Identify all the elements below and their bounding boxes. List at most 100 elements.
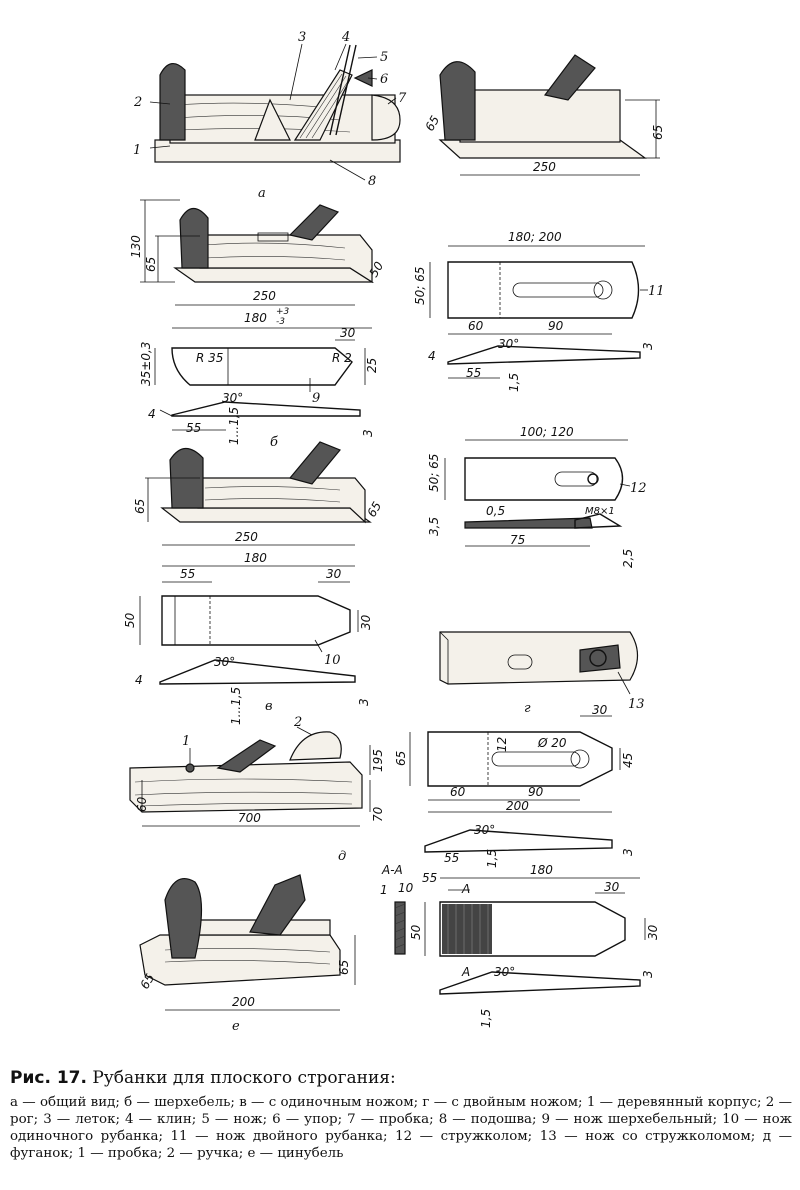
knife-e: А-А 1 10 55 А 180 50 30 30 30° А 3 1,5 xyxy=(380,863,660,1028)
part-5: 5 xyxy=(380,50,388,65)
dim-k11-angle: 30° xyxy=(498,337,519,351)
knife-9: 180 +3 -3 35±0,3 R 35 R 2 30 25 9 30° 4 … xyxy=(139,307,379,450)
ke-30b: 30 xyxy=(646,924,660,940)
figure-17-planes: 1 2 3 4 5 6 7 8 а 250 65 65 130 xyxy=(123,30,665,1034)
dim-k12-75: 75 xyxy=(510,533,525,547)
ke-15: 1,5 xyxy=(479,1009,493,1028)
dim-kd-90: 90 xyxy=(528,785,544,799)
knife-10: 180 55 30 50 30 10 30° 4 1...1,5 3 в xyxy=(123,551,373,725)
dim-k9-tol: +3 xyxy=(276,307,290,317)
dim-k9-r35: R 35 xyxy=(196,351,223,365)
dim-k9-115: 1...1,5 xyxy=(227,407,241,445)
knife-13: 13 г xyxy=(439,631,645,716)
dim-k9-tol2: -3 xyxy=(276,317,285,327)
dim-k11-60: 60 xyxy=(468,319,484,333)
ke-10: 10 xyxy=(398,881,414,895)
dim-kd-65: 65 xyxy=(394,751,408,766)
part-1-a: 1 xyxy=(133,143,141,158)
dim-k12-len: 100; 120 xyxy=(520,425,574,439)
dim-k10-4: 4 xyxy=(135,673,143,687)
dim-k11-w: 50; 65 xyxy=(413,267,427,305)
dim-k11-55: 55 xyxy=(466,366,481,380)
part-11: 11 xyxy=(648,284,665,299)
ke-3: 3 xyxy=(641,970,655,978)
part-4: 4 xyxy=(341,30,350,45)
dim-k10-30b: 30 xyxy=(359,614,373,630)
part-12: 12 xyxy=(630,481,647,496)
view-a-cutaway: 1 2 3 4 5 6 7 8 а xyxy=(133,30,407,201)
part-7: 7 xyxy=(398,91,407,106)
caption-title: Рис. 17. Рубанки для плоского строгания: xyxy=(10,1068,792,1088)
dim-k12-25: 2,5 xyxy=(621,549,635,568)
ke-180: 180 xyxy=(530,863,553,877)
dim-k10-115: 1...1,5 xyxy=(229,687,243,725)
part-6: 6 xyxy=(380,72,388,87)
dim-k9-55: 55 xyxy=(186,421,201,435)
label-d: д xyxy=(338,849,346,864)
label-b: б xyxy=(270,435,278,450)
knife-d: 65 12 Ø 20 30 45 60 90 200 30° 55 1,5 3 xyxy=(394,703,635,868)
ke-sec: А-А xyxy=(381,863,403,877)
caption-title-text: Рубанки для плоского строгания: xyxy=(92,1068,396,1088)
caption-body: а — общий вид; б — шерхебель; в — с один… xyxy=(10,1095,792,1161)
view-d-jointer: 1 2 195 60 700 70 д xyxy=(129,715,385,864)
dim-b-h: 65 xyxy=(144,257,158,272)
part-13: 13 xyxy=(628,697,645,712)
dim-a-len: 250 xyxy=(533,160,556,174)
dim-v-w: 65 xyxy=(364,499,384,519)
view-b-sherhebel: 130 65 250 50 xyxy=(129,199,386,306)
dim-kd-55: 55 xyxy=(444,851,459,865)
view-e-zinubel: 65 65 200 е xyxy=(137,874,356,1034)
ke-angle: 30° xyxy=(494,965,515,979)
dim-b-len: 250 xyxy=(253,289,276,303)
dim-e-w: 65 xyxy=(137,971,157,991)
ke-30: 30 xyxy=(604,880,620,894)
dim-k9-25: 25 xyxy=(365,358,379,373)
knife-11: 180; 200 50; 65 60 90 11 30° 4 3 55 1,5 xyxy=(413,230,665,392)
dim-k10-55: 55 xyxy=(180,567,195,581)
ke-A: А xyxy=(461,882,470,896)
dim-kd-3: 3 xyxy=(621,848,635,856)
ke-50: 50 xyxy=(409,924,423,940)
dim-b-w: 50 xyxy=(366,259,386,280)
dim-k9-30: 30 xyxy=(340,326,356,340)
dim-kd-30: 30 xyxy=(592,703,608,717)
dim-k10-len: 180 xyxy=(244,551,267,565)
part-9: 9 xyxy=(312,391,320,406)
dim-kd-d20: Ø 20 xyxy=(537,736,567,750)
dim-kd-45: 45 xyxy=(621,753,635,768)
ke-55: 55 xyxy=(422,871,437,885)
dim-v-len: 250 xyxy=(235,530,258,544)
caption-prefix: Рис. 17. xyxy=(10,1068,87,1088)
dim-k9-3: 3 xyxy=(361,429,375,437)
ke-A2: А xyxy=(461,965,470,979)
dim-kd-15: 1,5 xyxy=(485,849,499,868)
dim-kd-angle: 30° xyxy=(474,823,495,837)
dim-v-h: 65 xyxy=(133,499,147,514)
dim-e-h: 65 xyxy=(337,960,351,975)
dim-k9-w: 35±0,3 xyxy=(139,342,153,386)
dim-d-len: 700 xyxy=(238,811,261,825)
dim-k12-35: 3,5 xyxy=(427,517,441,536)
label-a: а xyxy=(258,186,266,201)
knife-12: 100; 120 50; 65 12 0,5 M8×1 3,5 75 2,5 xyxy=(427,425,647,568)
part-2-a: 2 xyxy=(133,95,142,110)
dim-k12-m: M8×1 xyxy=(585,506,615,517)
dim-b-total: 130 xyxy=(129,235,143,258)
dim-k11-len: 180; 200 xyxy=(508,230,562,244)
dim-k11-90: 90 xyxy=(548,319,564,333)
dim-d-70: 70 xyxy=(371,806,385,822)
view-v-single-plane: 65 250 65 xyxy=(133,441,384,546)
label-v: в xyxy=(265,699,273,714)
dim-k12-05: 0,5 xyxy=(486,504,505,518)
figure-caption: Рис. 17. Рубанки для плоского строгания:… xyxy=(10,1068,792,1162)
dim-k10-3: 3 xyxy=(357,698,371,706)
dim-d-195: 195 xyxy=(371,749,385,772)
dim-k9-angle: 30° xyxy=(222,391,243,405)
dim-k9-r2: R 2 xyxy=(332,351,352,365)
dim-kd-60: 60 xyxy=(450,785,466,799)
dim-k11-4: 4 xyxy=(428,349,436,363)
dim-d-60: 60 xyxy=(135,796,149,812)
ke-1: 1 xyxy=(380,883,388,897)
dim-k12-w: 50; 65 xyxy=(427,454,441,492)
